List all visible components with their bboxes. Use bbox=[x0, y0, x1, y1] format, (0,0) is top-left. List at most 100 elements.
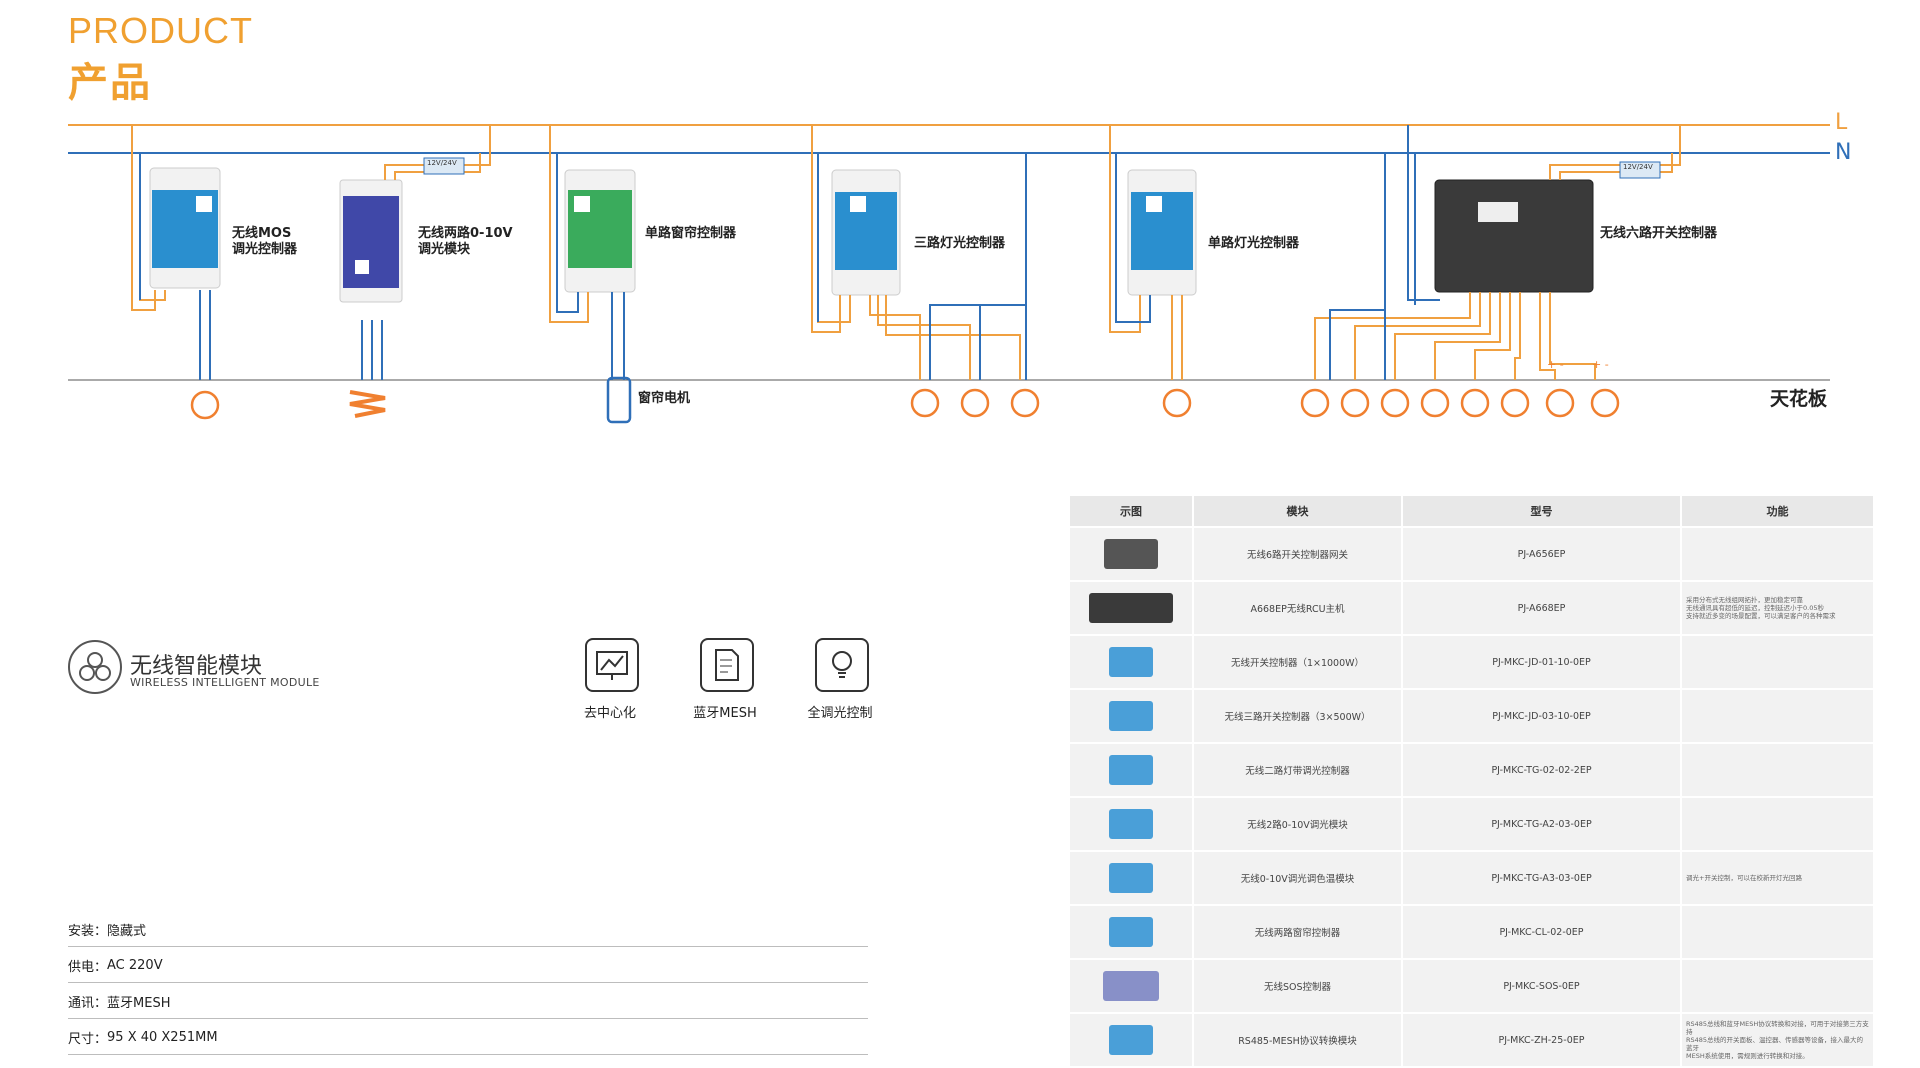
device-thumbnail bbox=[1109, 647, 1153, 677]
module-cell: RS485-MESH协议转换模块 bbox=[1192, 1012, 1403, 1068]
device-label: 无线两路0-10V 调光模块 bbox=[418, 226, 513, 257]
decentralized-chart-icon bbox=[585, 638, 639, 692]
lamp-icon bbox=[1340, 388, 1370, 418]
device-0-10v-module bbox=[339, 125, 491, 380]
device-label: 单路灯光控制器 bbox=[1208, 236, 1300, 251]
spec-value: AC 220V bbox=[107, 957, 163, 973]
column-header: 示图 bbox=[1068, 494, 1194, 528]
curtain-motor-label: 窗帘电机 bbox=[638, 391, 691, 406]
column-header: 模块 bbox=[1192, 494, 1403, 528]
spec-key: 尺寸： bbox=[68, 1031, 108, 1047]
function-cell bbox=[1680, 742, 1875, 798]
device-label: 无线MOS 调光控制器 bbox=[232, 226, 298, 257]
title-english: PRODUCT bbox=[68, 10, 253, 51]
function-cell bbox=[1680, 958, 1875, 1014]
column-header: 功能 bbox=[1680, 494, 1875, 528]
lamp-icon bbox=[1420, 388, 1450, 418]
function-cell bbox=[1680, 526, 1875, 582]
device-thumbnail bbox=[1109, 917, 1153, 947]
lamp-icon bbox=[190, 390, 220, 420]
supply-tag: 12V/24V bbox=[427, 159, 457, 167]
module-subtitle: WIRELESS INTELLIGENT MODULE bbox=[130, 676, 320, 689]
lamp-icon bbox=[1300, 388, 1330, 418]
model-cell: PJ-MKC-ZH-25-0EP bbox=[1401, 1012, 1682, 1068]
module-cell: 无线三路开关控制器（3×500W） bbox=[1192, 688, 1403, 744]
device-label: 无线六路开关控制器 bbox=[1600, 226, 1718, 241]
function-cell: RS485总线和蓝牙MESH协议转换和对接，可用于对接第三方支持 RS485总线… bbox=[1680, 1012, 1875, 1068]
table-row: 无线开关控制器（1×1000W）PJ-MKC-JD-01-10-0EP bbox=[1068, 634, 1875, 690]
device-label: 三路灯光控制器 bbox=[914, 236, 1006, 251]
bulb-dimming-icon bbox=[815, 638, 869, 692]
lamp-icon bbox=[1590, 388, 1620, 418]
lamp-icon bbox=[1010, 388, 1040, 418]
live-label: L bbox=[1835, 110, 1848, 135]
device-6way-switch-controller bbox=[1314, 125, 1681, 380]
cubes-icon bbox=[79, 652, 111, 681]
spec-row: 安装：隐藏式 bbox=[68, 912, 868, 947]
device-label: 单路窗帘控制器 bbox=[645, 226, 737, 241]
spec-key: 通讯： bbox=[68, 995, 108, 1011]
table-header-row: 示图 模块 型号 功能 bbox=[1068, 494, 1875, 528]
module-cube-icon bbox=[68, 640, 122, 694]
device-3way-light-controller bbox=[811, 125, 1027, 380]
spec-row: 通讯：蓝牙MESH bbox=[68, 984, 868, 1019]
feature-label: 蓝牙MESH bbox=[693, 706, 757, 721]
lamp-icon bbox=[1500, 388, 1530, 418]
wiring-diagram bbox=[68, 124, 1830, 424]
curtain-motor-icon bbox=[606, 376, 632, 424]
lamp-icon bbox=[1380, 388, 1410, 418]
device-thumbnail bbox=[1109, 809, 1153, 839]
module-cell: 无线6路开关控制器网关 bbox=[1192, 526, 1403, 582]
function-cell bbox=[1680, 688, 1875, 744]
function-cell bbox=[1680, 796, 1875, 852]
device-thumbnail bbox=[1104, 539, 1158, 569]
function-cell bbox=[1680, 904, 1875, 960]
device-mos-dimmer bbox=[131, 125, 221, 380]
model-cell: PJ-MKC-CL-02-0EP bbox=[1401, 904, 1682, 960]
title-chinese: 产品 bbox=[68, 60, 152, 106]
spec-row: 供电：AC 220V bbox=[68, 948, 868, 983]
model-cell: PJ-MKC-JD-03-10-0EP bbox=[1401, 688, 1682, 744]
device-thumbnail bbox=[1109, 1025, 1153, 1055]
ceiling-label: 天花板 bbox=[1770, 388, 1828, 410]
column-header: 型号 bbox=[1401, 494, 1682, 528]
polarity-label: + - bbox=[1547, 358, 1564, 371]
device-single-light-controller bbox=[1109, 125, 1197, 380]
function-cell: 采用分布式无线组网拓扑，更加稳定可靠 无线通讯具有超低的延迟，控制延迟小于0.0… bbox=[1680, 580, 1875, 636]
model-cell: PJ-MKC-TG-02-02-2EP bbox=[1401, 742, 1682, 798]
polarity-label: + - bbox=[1592, 358, 1609, 371]
model-cell: PJ-MKC-SOS-0EP bbox=[1401, 958, 1682, 1014]
module-cell: 无线SOS控制器 bbox=[1192, 958, 1403, 1014]
feature-label: 去中心化 bbox=[583, 706, 636, 721]
function-cell: 调光+开关控制，可以在校新开灯光回路 bbox=[1680, 850, 1875, 906]
lamp-icon bbox=[1545, 388, 1575, 418]
led-strip-icon bbox=[349, 390, 386, 418]
supply-tag: 12V/24V bbox=[1623, 163, 1653, 171]
device-thumbnail bbox=[1089, 593, 1173, 623]
module-cell: 无线两路窗帘控制器 bbox=[1192, 904, 1403, 960]
module-cell: A668EP无线RCU主机 bbox=[1192, 580, 1403, 636]
module-cell: 无线二路灯带调光控制器 bbox=[1192, 742, 1403, 798]
lamp-icon bbox=[910, 388, 940, 418]
device-thumbnail bbox=[1103, 971, 1159, 1001]
module-cell: 无线0-10V调光调色温模块 bbox=[1192, 850, 1403, 906]
device-thumbnail bbox=[1109, 863, 1153, 893]
device-thumbnail bbox=[1109, 701, 1153, 731]
spec-value: 隐藏式 bbox=[107, 923, 147, 939]
neutral-label: N bbox=[1835, 140, 1852, 165]
model-cell: PJ-MKC-JD-01-10-0EP bbox=[1401, 634, 1682, 690]
spec-value: 95 X 40 X251MM bbox=[107, 1029, 218, 1045]
module-title: 无线智能模块 bbox=[130, 654, 263, 679]
lamp-icon bbox=[1460, 388, 1490, 418]
lamp-icon bbox=[1162, 388, 1192, 418]
feature-label: 全调光控制 bbox=[807, 706, 873, 721]
model-cell: PJ-MKC-TG-A2-03-0EP bbox=[1401, 796, 1682, 852]
module-cell: 无线开关控制器（1×1000W） bbox=[1192, 634, 1403, 690]
model-cell: PJ-MKC-TG-A3-03-0EP bbox=[1401, 850, 1682, 906]
